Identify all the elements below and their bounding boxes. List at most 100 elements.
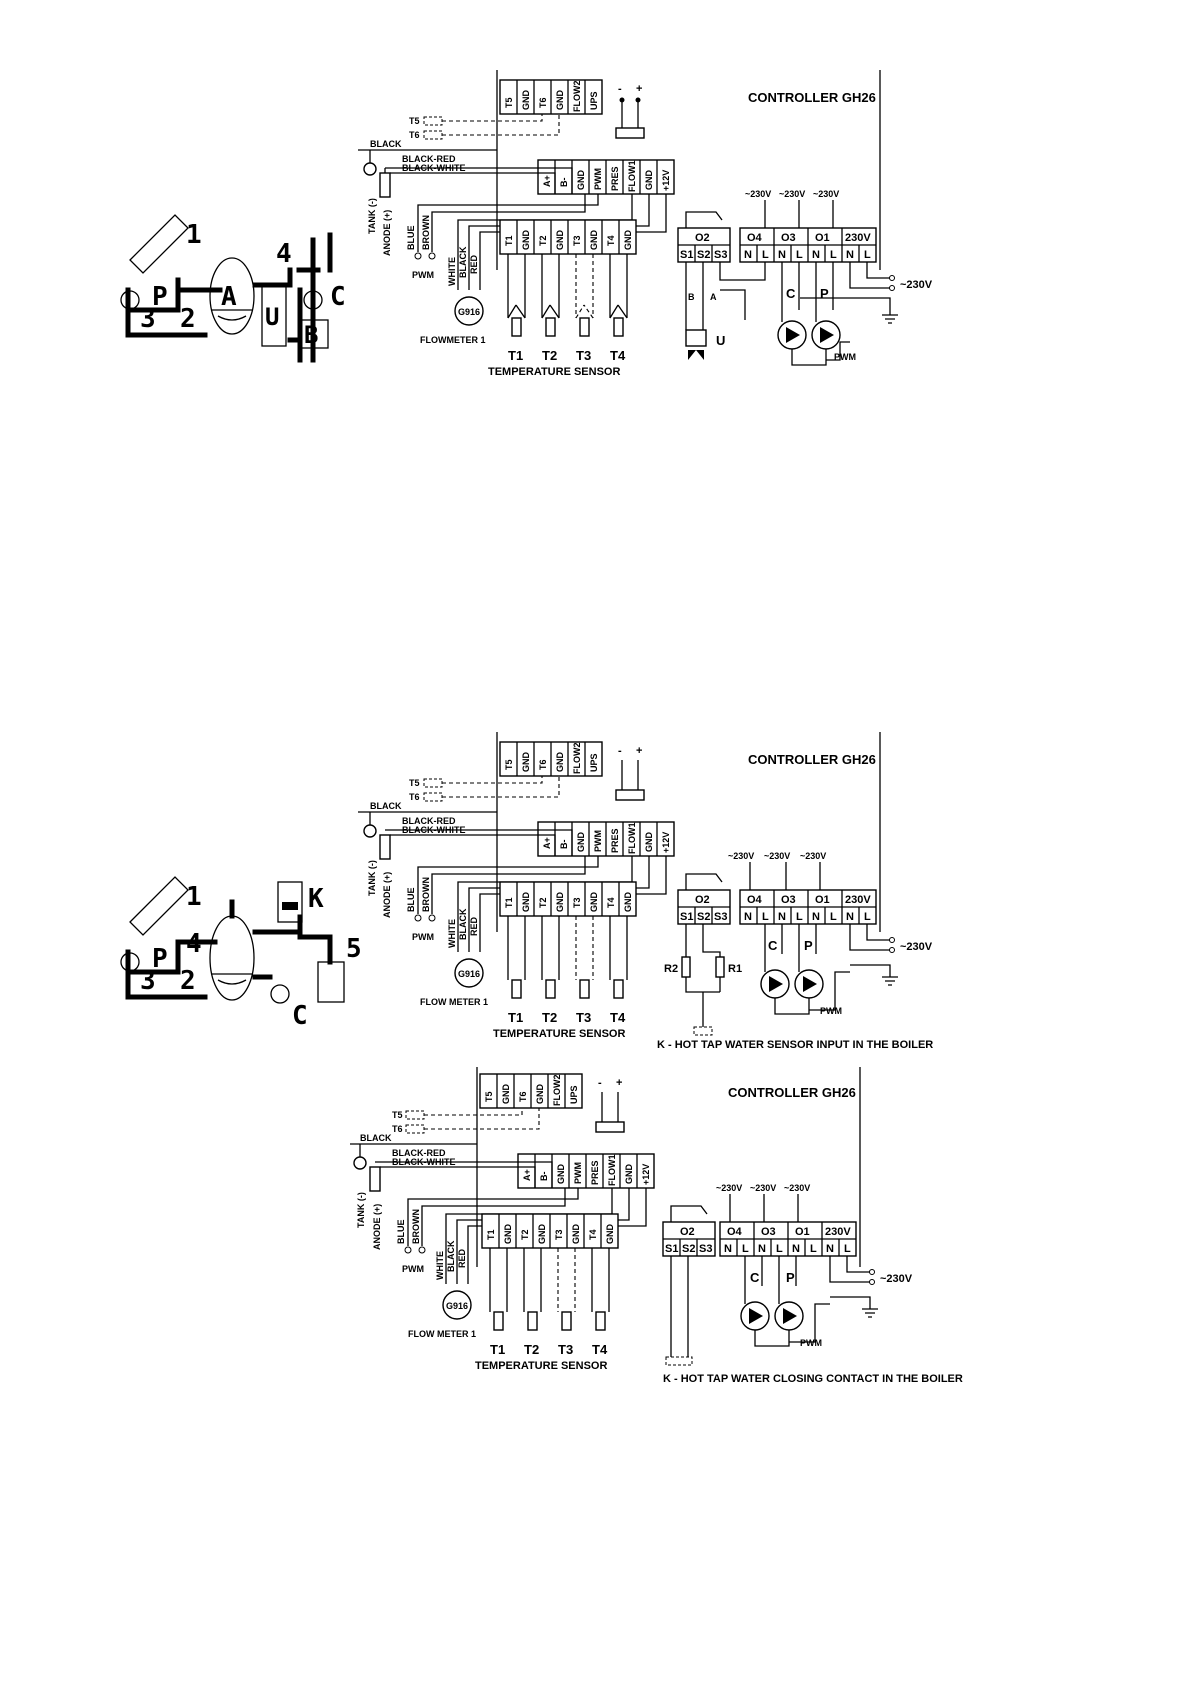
- diagram-label: L: [864, 911, 871, 923]
- terminal-block-sensors: T1 GND T2 GND T3 GND T4 GND: [499, 219, 637, 255]
- diagram-label: N: [812, 249, 820, 261]
- mains-230v: ~230V: [900, 279, 933, 291]
- diagram-label: L: [762, 249, 769, 261]
- diagram-label: ~230V: [716, 1183, 742, 1193]
- resistor-r2: [681, 956, 691, 978]
- diagram-label: N: [846, 911, 854, 923]
- terminal-t6: T6: [538, 97, 548, 108]
- diagram-label: PWM: [573, 1162, 583, 1184]
- diagram-label: T3: [576, 1010, 591, 1025]
- anode-resistor: [379, 172, 391, 198]
- diagram-label: GND: [503, 1224, 513, 1245]
- r2-label: R2: [664, 963, 678, 975]
- diagram-label: 3: [140, 966, 156, 996]
- diagram-label: ANODE (+): [372, 1204, 382, 1250]
- diagram-label: T1: [486, 1229, 496, 1240]
- diagram-label: ~230V: [750, 1183, 776, 1193]
- diagram-label: +: [616, 1077, 622, 1089]
- diagram-label: N: [724, 1243, 732, 1255]
- o3-label: O3: [781, 232, 796, 244]
- wiring-diagram-1-svg: CONTROLLER GH26 T5 GND T6 GND FLOW2 UPS …: [120, 70, 933, 378]
- wire-black-red: BLACK-RED: [402, 154, 456, 164]
- diagram-label: -: [618, 745, 622, 757]
- sensor-t1-label: T1: [508, 348, 523, 363]
- diagram-label: T2: [542, 1010, 557, 1025]
- terminal-b-minus: B-: [559, 178, 569, 188]
- diagram-label: UPS: [569, 1085, 579, 1104]
- tank-label: TANK (-): [367, 198, 377, 234]
- diagram-label: S2: [682, 1243, 695, 1255]
- ups-plus: +: [636, 83, 642, 95]
- terminal-gnd: GND: [589, 230, 599, 251]
- diagram-label: +12V: [661, 832, 671, 853]
- num-1: 1: [186, 220, 202, 250]
- diagram-label: GND: [535, 1084, 545, 1105]
- terminal-gnd: GND: [521, 90, 531, 111]
- diagram-label: GND: [556, 1164, 566, 1185]
- diagram-label: L: [762, 911, 769, 923]
- terminal-gnd: GND: [555, 230, 565, 251]
- diagram-label: 2: [180, 966, 196, 996]
- flowmeter-label: FLOWMETER 1: [420, 335, 486, 345]
- diagram-label: PWM: [402, 1264, 424, 1274]
- diagram-label: G916: [458, 969, 480, 979]
- diagram-label: T6: [409, 792, 420, 802]
- diagram-label: T5: [504, 759, 514, 770]
- diagram-label: BROWN: [421, 877, 431, 912]
- diagram-label: TANK (-): [367, 860, 377, 896]
- diagram-label: T3: [558, 1342, 573, 1357]
- diagram-label: FLOW2: [552, 1075, 562, 1107]
- diagram-label: T1: [508, 1010, 523, 1025]
- tank-connector: [363, 162, 377, 176]
- diagram-label: FLOW2: [572, 743, 582, 775]
- diagram-label: PRES: [590, 1160, 600, 1185]
- wire-red: RED: [469, 254, 479, 274]
- supply-230v-o3: ~230V: [779, 189, 805, 199]
- diagram-label: 4: [186, 929, 202, 959]
- diagram-label: BLACK-RED: [402, 816, 456, 826]
- diagram-label: T6: [518, 1091, 528, 1102]
- diagram-label: -: [598, 1077, 602, 1089]
- diagram-label: ~230V: [800, 851, 826, 861]
- diagram-label: WHITE: [447, 919, 457, 948]
- diagram-label: TEMPERATURE SENSOR: [493, 1028, 625, 1040]
- diagram-label: G916: [446, 1301, 468, 1311]
- num-2: 2: [180, 304, 196, 334]
- diagram-label: 230V: [825, 1226, 851, 1238]
- diagram-label: +: [636, 745, 642, 757]
- diagram-label: T4: [588, 1229, 598, 1240]
- diagram-label: S3: [714, 911, 727, 923]
- terminal-t3: T3: [572, 235, 582, 246]
- diagram-label: P: [152, 944, 168, 974]
- pump-c-label: C: [786, 286, 796, 301]
- diagram-label: N: [846, 249, 854, 261]
- diagram-label: GND: [623, 892, 633, 913]
- caption-diagram-2: K - HOT TAP WATER SENSOR INPUT IN THE BO…: [657, 1039, 933, 1051]
- diagram-label: TANK (-): [356, 1192, 366, 1228]
- flow-meter-g916: [454, 296, 484, 326]
- pwm-label-left: PWM: [412, 270, 434, 280]
- probe-t5-label: T5: [409, 116, 420, 126]
- diagram-label: S3: [699, 1243, 712, 1255]
- diagram-label: T3: [554, 1229, 564, 1240]
- o2-pin-s1: S1: [680, 249, 693, 261]
- diagram-label: PRES: [610, 828, 620, 853]
- diagram-label: ~230V: [784, 1183, 810, 1193]
- valve-u-label: U: [716, 333, 725, 348]
- wiring-diagram-3-svg: CONTROLLER GH26 T5 GND T6 GND FLOW2 UPS …: [350, 1067, 963, 1385]
- wire-black: BLACK: [458, 246, 468, 278]
- diagram-label: 230V: [845, 894, 871, 906]
- r1-label: R1: [728, 963, 742, 975]
- o2-label: O2: [695, 232, 710, 244]
- wire-blue: BLUE: [406, 226, 416, 251]
- tank-a-label: A: [221, 282, 237, 312]
- diagram-label: T6: [538, 759, 548, 770]
- diagram-label: L: [742, 1243, 749, 1255]
- terminal-a-plus: A+: [542, 175, 552, 187]
- o2-pin-s3: S3: [714, 249, 727, 261]
- diagram-label: ~230V: [880, 1273, 913, 1285]
- diagram-label: BLACK-RED: [392, 1148, 446, 1158]
- diagram-label: B-: [539, 1172, 549, 1182]
- o2-pin-s2: S2: [697, 249, 710, 261]
- diagram-label: BLACK: [370, 801, 402, 811]
